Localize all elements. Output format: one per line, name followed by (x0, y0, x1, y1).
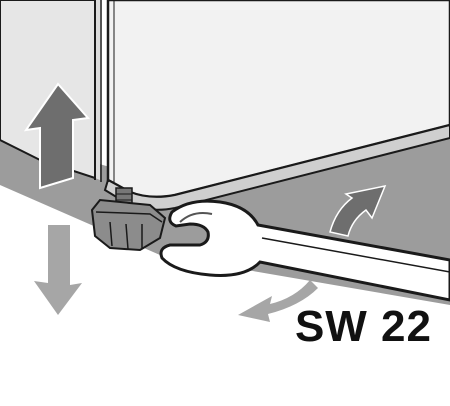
arrow-down-icon (34, 225, 82, 315)
wrench-icon (159, 199, 450, 302)
wrench-size-label: SW 22 (294, 302, 432, 351)
arrow-rotate-up-icon (329, 184, 387, 237)
arrow-up-icon (23, 82, 90, 190)
adjustable-foot-icon (90, 187, 167, 252)
arrow-rotate-left-icon (238, 280, 318, 322)
